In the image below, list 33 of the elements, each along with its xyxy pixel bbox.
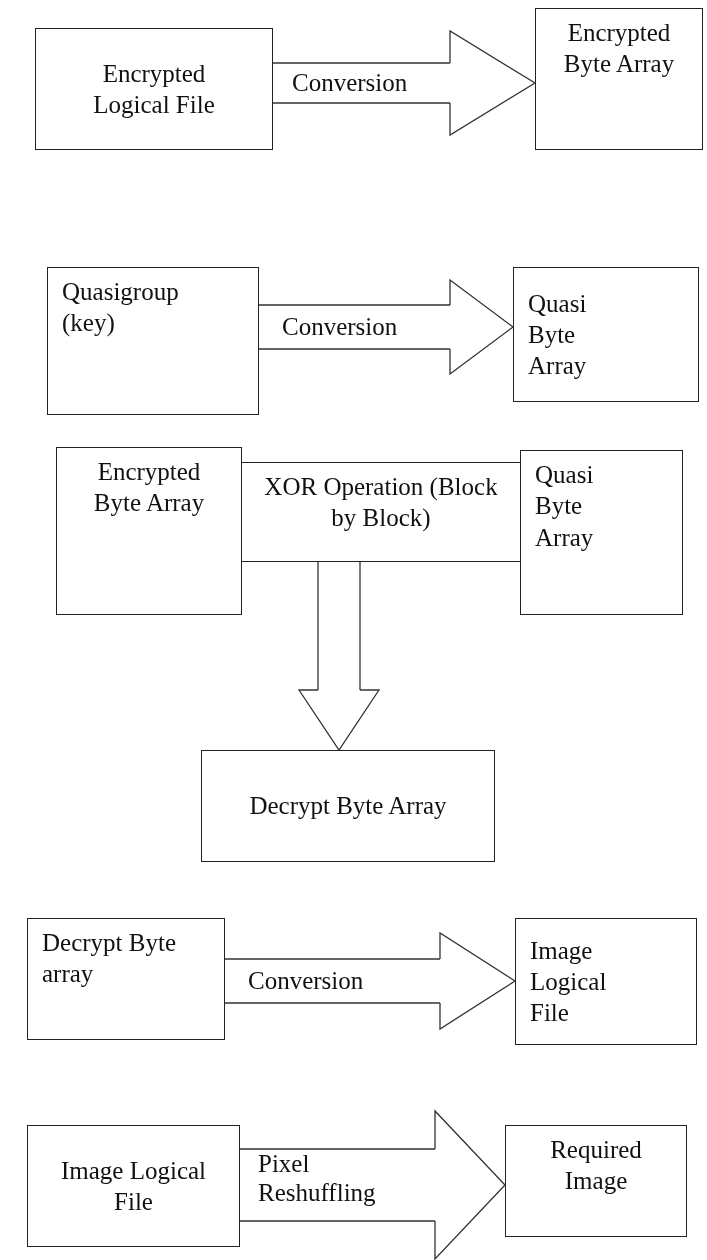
process-box [35, 28, 273, 150]
process-box [241, 462, 521, 562]
process-box [520, 450, 683, 615]
process-box [535, 8, 703, 150]
box-label: Quasigroup (key) [62, 277, 180, 339]
edge-label: Conversion [291, 69, 409, 98]
box-label: Encrypted Byte Array [92, 457, 206, 519]
edge-label: Conversion [247, 967, 365, 996]
edge-label: Conversion [281, 313, 399, 342]
process-box [201, 750, 495, 862]
process-box [27, 1125, 240, 1247]
box-label: Image Logical File [530, 935, 608, 1029]
box-label: Image Logical File [59, 1155, 208, 1217]
block-arrow [259, 279, 514, 375]
edge-label: Pixel Reshuffling [257, 1150, 377, 1208]
process-box [56, 447, 242, 615]
box-label: Decrypt Byte Array [249, 791, 447, 822]
block-arrow [298, 562, 380, 751]
box-label: Encrypted Logical File [92, 58, 216, 120]
block-arrow [273, 30, 536, 136]
process-box [27, 918, 225, 1040]
box-label: Required Image [549, 1135, 643, 1197]
process-box [47, 267, 259, 415]
block-arrow [225, 932, 516, 1030]
process-box [515, 918, 697, 1045]
box-label: XOR Operation (Block by Block) [263, 472, 499, 534]
box-label: Decrypt Byte array [42, 928, 177, 990]
box-label: Encrypted Byte Array [562, 18, 676, 80]
process-box [505, 1125, 687, 1237]
box-label: Quasi Byte Array [528, 288, 588, 382]
process-box [513, 267, 699, 402]
block-arrow [240, 1110, 506, 1260]
box-label: Quasi Byte Array [535, 460, 595, 553]
